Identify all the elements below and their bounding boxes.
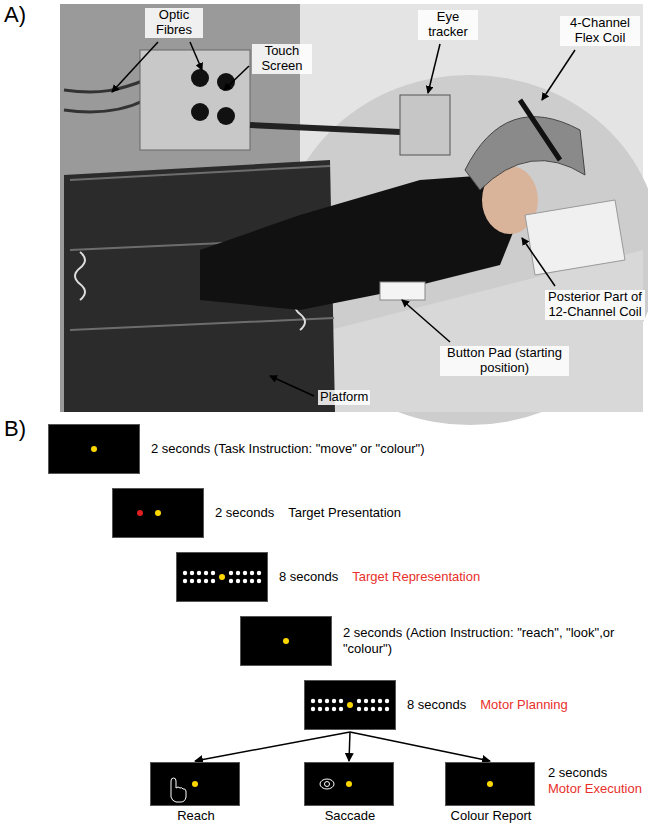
screen-frame: Colour Report (445, 762, 535, 806)
screen-caption: 2 seconds Target Presentation (215, 505, 401, 521)
screen-frame: Saccade (304, 762, 394, 806)
screen-caption: 8 seconds Motor Planning (407, 697, 568, 713)
coil-strap (520, 100, 560, 160)
screen-caption: 2 seconds (Task Instruction: "move" or "… (151, 441, 425, 457)
panel-letter: B) (4, 416, 26, 441)
part-label: Posterior Part of 12-Channel Coil (545, 290, 645, 320)
timing-text: 2 seconds (Task Instruction: "move" or "… (151, 441, 425, 456)
timing-text: Reach (177, 808, 215, 823)
flow-arrow (349, 732, 350, 761)
panel-letter: A) (4, 2, 26, 27)
timing-text: 2 seconds (Action Instruction: "reach", … (343, 625, 614, 656)
part-label: Platform (318, 390, 370, 405)
phase-label: Target Representation (352, 569, 480, 584)
screen-frame: 8 secondsMotor Planning (304, 680, 396, 730)
screen-frame: Reach (150, 762, 240, 806)
part-label: Motor Execution (548, 782, 642, 797)
screen-content (49, 425, 139, 473)
screen-content (177, 553, 267, 601)
screen-frame: 2 secondsTarget Presentation (112, 488, 204, 538)
screen-frame: 2 seconds (Task Instruction: "move" or "… (48, 424, 140, 474)
fibre-holder (191, 69, 209, 87)
timing-text: 8 seconds (279, 569, 338, 584)
participant-body (200, 175, 520, 310)
screen-content (151, 763, 239, 805)
screen-content (305, 681, 395, 729)
button-pad (380, 282, 425, 300)
screen-caption: 8 seconds Target Representation (279, 569, 480, 585)
part-label: Touch Screen (252, 44, 312, 74)
support-rod (250, 125, 400, 132)
fibre-holder (191, 103, 209, 121)
part-label: Button Pad (starting position) (440, 346, 569, 376)
part-label: Optic Fibres (145, 8, 203, 38)
touch-screen-rig (140, 50, 250, 150)
screen-content (241, 617, 331, 665)
timing-text: Colour Report (451, 808, 532, 823)
part-label: 2 seconds (548, 766, 607, 781)
timing-text: Saccade (325, 808, 376, 823)
leader-arrows (112, 42, 575, 396)
part-label: 4-Channel Flex Coil (560, 16, 640, 46)
fibre-holder (217, 107, 235, 125)
screen-content (113, 489, 203, 537)
screen-content (305, 763, 393, 805)
screen-frame: 8 secondsTarget Representation (176, 552, 268, 602)
flow-arrow (350, 732, 490, 761)
eye-tracker (400, 95, 450, 155)
screen-content (446, 763, 534, 805)
flow-arrow (195, 732, 350, 761)
optic-fibre (64, 80, 145, 112)
screen-caption: 2 seconds (Action Instruction: "reach", … (343, 625, 618, 656)
phase-label: Target Presentation (288, 505, 401, 520)
flex-coil (465, 117, 585, 190)
screen-caption: Saccade (280, 808, 420, 824)
screen-frame: 2 seconds (Action Instruction: "reach", … (240, 616, 332, 666)
part-label: Eye tracker (418, 10, 478, 40)
timing-text: 8 seconds (407, 697, 466, 712)
timing-text: 2 seconds (215, 505, 274, 520)
phase-label: Motor Planning (480, 697, 567, 712)
screen-caption: Reach (126, 808, 266, 824)
screen-caption: Colour Report (421, 808, 561, 824)
